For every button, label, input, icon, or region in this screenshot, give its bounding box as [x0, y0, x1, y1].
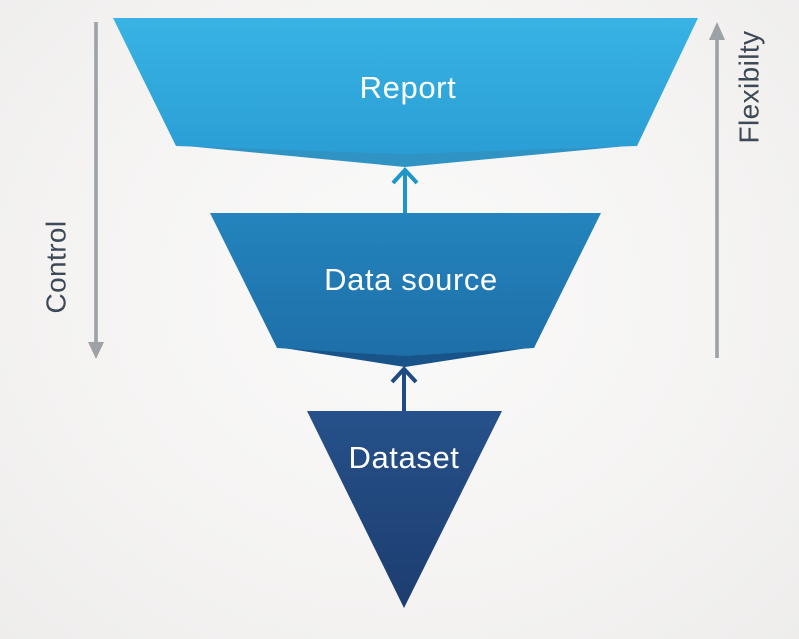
arrow-datasource-to-report	[391, 167, 419, 213]
report-level: Report	[113, 18, 698, 167]
arrow-dataset-to-datasource	[390, 366, 418, 412]
datasource-label: Data source	[324, 262, 498, 297]
control-arrow-down-icon	[88, 342, 104, 359]
report-shape	[113, 18, 698, 154]
control-axis: Control	[40, 22, 104, 359]
datasource-shape	[210, 213, 601, 356]
dataset-shape	[307, 411, 502, 608]
flexibility-label: Flexibilty	[733, 31, 764, 144]
datasource-level: Data source	[210, 213, 601, 367]
report-fold	[176, 145, 637, 167]
control-label: Control	[40, 220, 71, 313]
arrow-up-icon	[390, 366, 418, 384]
flexibility-arrow-up-icon	[709, 22, 725, 40]
dataset-level: Dataset	[307, 411, 502, 608]
flexibility-axis: Flexibilty	[709, 22, 764, 358]
arrow-up-icon	[391, 167, 419, 185]
report-label: Report	[360, 70, 457, 105]
dataset-label: Dataset	[348, 440, 459, 475]
